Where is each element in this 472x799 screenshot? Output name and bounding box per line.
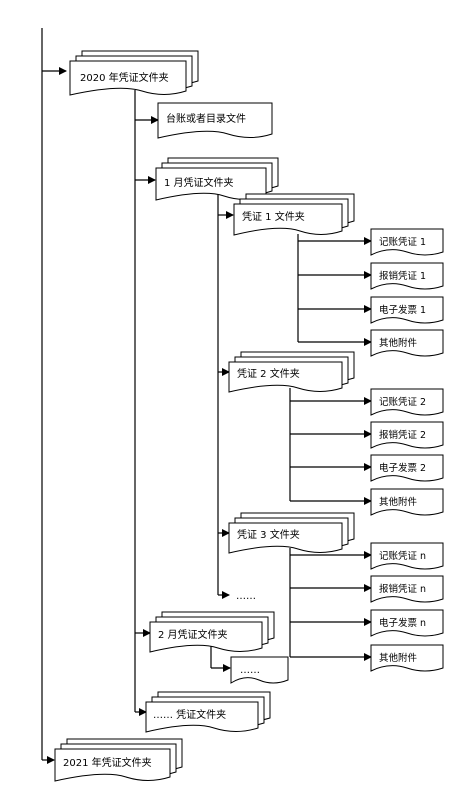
node-vn-other-doc: 其他附件 — [370, 644, 444, 672]
node-more-months-label: …… 凭证文件夹 — [153, 708, 226, 721]
node-feb-folder: 2 月凭证文件夹 — [149, 611, 275, 653]
node-feb-label: 2 月凭证文件夹 — [158, 628, 228, 641]
node-v1-reimburse-doc: 报销凭证 1 — [370, 262, 444, 290]
node-ellipsis-feb-doc: …… — [230, 656, 289, 684]
node-more-months-folder: …… 凭证文件夹 — [145, 691, 271, 733]
node-v1-einvoice-doc: 电子发票 1 — [370, 296, 444, 324]
node-2020-folder: 2020 年凭证文件夹 — [69, 50, 199, 96]
svg-text:报销凭证 2: 报销凭证 2 — [379, 429, 426, 441]
node-v2-einvoice-doc: 电子发票 2 — [370, 454, 444, 482]
svg-text:其他附件: 其他附件 — [379, 496, 418, 508]
svg-text:其他附件: 其他附件 — [379, 652, 418, 664]
node-jan-folder: 1 月凭证文件夹 — [155, 157, 279, 201]
node-voucher2-label: 凭证 2 文件夹 — [237, 367, 300, 380]
node-voucher1-folder: 凭证 1 文件夹 — [233, 193, 355, 236]
node-voucher2-folder: 凭证 2 文件夹 — [228, 351, 355, 393]
node-jan-label: 1 月凭证文件夹 — [164, 176, 234, 189]
node-ledger-label: 台账或者目录文件 — [166, 112, 246, 125]
svg-text:记账凭证 n: 记账凭证 n — [379, 550, 426, 562]
node-2021-folder: 2021 年凭证文件夹 — [54, 738, 183, 782]
node-ledger-doc: 台账或者目录文件 — [157, 102, 273, 139]
svg-text:记账凭证 2: 记账凭证 2 — [379, 396, 426, 408]
node-vn-reimburse-doc: 报销凭证 n — [370, 575, 444, 603]
node-v2-accounting-doc: 记账凭证 2 — [370, 388, 444, 416]
node-v1-accounting-doc: 记账凭证 1 — [370, 228, 444, 256]
svg-text:电子发票 2: 电子发票 2 — [379, 462, 426, 474]
svg-text:其他附件: 其他附件 — [379, 337, 418, 349]
svg-text:……: …… — [240, 665, 260, 676]
node-2020-label: 2020 年凭证文件夹 — [80, 71, 169, 84]
svg-text:电子发票 1: 电子发票 1 — [379, 304, 426, 316]
node-2021-label: 2021 年凭证文件夹 — [63, 756, 152, 769]
node-v1-other-doc: 其他附件 — [370, 329, 444, 357]
svg-text:记账凭证 1: 记账凭证 1 — [379, 236, 426, 248]
svg-text:报销凭证 1: 报销凭证 1 — [379, 270, 426, 282]
connectors — [41, 28, 372, 764]
svg-text:电子发票 n: 电子发票 n — [379, 617, 426, 629]
node-voucher3-label: 凭证 3 文件夹 — [237, 528, 300, 541]
node-voucher1-label: 凭证 1 文件夹 — [242, 210, 305, 223]
node-voucher3-folder: 凭证 3 文件夹 — [228, 512, 355, 554]
svg-text:报销凭证 n: 报销凭证 n — [379, 583, 426, 595]
ellipsis-vouchers: …… — [236, 591, 256, 602]
node-v2-reimburse-doc: 报销凭证 2 — [370, 421, 444, 449]
node-vn-accounting-doc: 记账凭证 n — [370, 542, 444, 570]
node-v2-other-doc: 其他附件 — [370, 488, 444, 516]
node-vn-einvoice-doc: 电子发票 n — [370, 609, 444, 637]
